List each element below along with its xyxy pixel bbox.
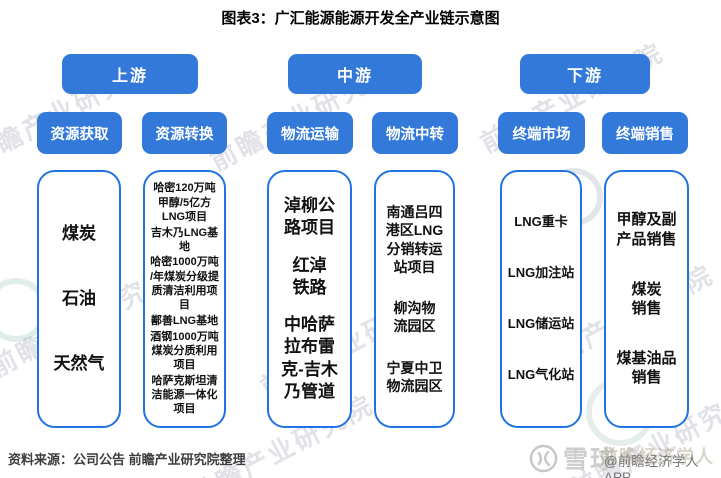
list-item: 煤基油品 销售 <box>616 349 677 387</box>
list-item: 哈萨克斯坦清 洁能源一体化 项目 <box>151 374 218 416</box>
credit-watermark-text: 前瞻经济学人 <box>600 447 714 467</box>
xueqiu-wordmark: 雪球 <box>563 446 618 474</box>
list-item: 淖柳公 路项目 <box>284 196 335 238</box>
box-terminal-sales: 甲醇及副 产品销售 煤炭 销售 煤基油品 销售 <box>604 170 689 428</box>
list-item: LNG加注站 <box>507 265 575 281</box>
list-item: 煤炭 销售 <box>631 280 662 318</box>
list-item: LNG储运站 <box>507 316 575 332</box>
source-note: 资料来源：公司公告 前瞻产业研究院整理 <box>8 452 246 467</box>
box-logistics-transport: 淖柳公 路项目 红淖 铁路 中哈萨 拉布雷 克-吉木 乃管道 <box>267 170 352 428</box>
list-item: 石油 <box>62 288 96 308</box>
stage-pill-downstream: 下游 <box>520 54 650 94</box>
stage-pill-midstream: 中游 <box>288 54 422 94</box>
column-header-logistics-transport: 物流运输 <box>267 112 353 154</box>
column-header-logistics-transit: 物流中转 <box>372 112 458 154</box>
list-item: LNG气化站 <box>507 366 575 382</box>
column-header-terminal-sales: 终端销售 <box>602 112 688 154</box>
column-header-resource-acquisition: 资源获取 <box>37 112 122 154</box>
column-header-resource-conversion: 资源转换 <box>142 112 227 154</box>
box-resource-conversion: 哈密120万吨 甲醇/5亿方 LNG项目 吉木乃LNG基 地 哈密1000万吨 … <box>143 170 226 428</box>
list-item: 天然气 <box>53 353 105 373</box>
column-header-terminal-market: 终端市场 <box>498 112 585 154</box>
list-item: 南通吕四 港区LNG 分销转运 站项目 <box>385 204 444 275</box>
list-item: 酒钢1000万吨 煤炭分质利用 项目 <box>150 330 219 372</box>
page-title: 图表3：广汇能源能源开发全产业链示意图 <box>221 10 500 27</box>
list-item: 甲醇及副 产品销售 <box>616 211 677 248</box>
list-item: 宁夏中卫 物流园区 <box>386 359 443 394</box>
credit-handle: @前瞻经济学人APP <box>604 454 699 478</box>
list-item: LNG重卡 <box>514 214 568 230</box>
box-resource-acquisition: 煤炭 石油 天然气 <box>37 170 121 428</box>
box-terminal-market: LNG重卡 LNG加注站 LNG储运站 LNG气化站 <box>500 170 582 428</box>
list-item: 鄯善LNG基地 <box>150 314 219 327</box>
stage-pill-upstream: 上游 <box>62 54 198 94</box>
list-item: 柳沟物 流园区 <box>393 300 436 335</box>
list-item: 中哈萨 拉布雷 克-吉木 乃管道 <box>281 315 338 401</box>
list-item: 吉木乃LNG基 地 <box>150 226 219 253</box>
xueqiu-logo-icon <box>529 444 558 473</box>
list-item: 煤炭 <box>62 223 96 243</box>
list-item: 哈密1000万吨 /年煤炭分级提 质清洁利用项 目 <box>149 256 220 312</box>
box-logistics-transit: 南通吕四 港区LNG 分销转运 站项目 柳沟物 流园区 宁夏中卫 物流园区 <box>374 170 455 428</box>
list-item: 红淖 铁路 <box>292 255 327 297</box>
list-item: 哈密120万吨 甲醇/5亿方 LNG项目 <box>153 182 216 223</box>
